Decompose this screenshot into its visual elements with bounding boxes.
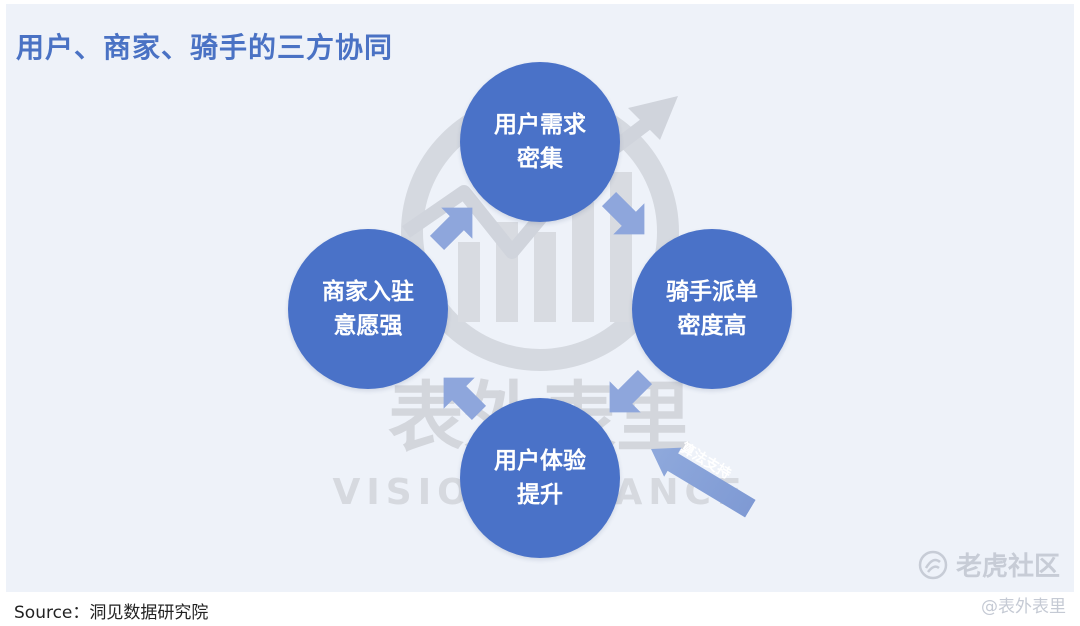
node-user-experience: 用户体验 提升 (460, 398, 620, 558)
brand-watermark-text: 老虎社区 (955, 552, 1060, 582)
node-rider-dispatch: 骑手派单 密度高 (632, 229, 792, 389)
brand-watermark: 老虎社区 (918, 546, 1060, 583)
node-label-line-2: 提升 (517, 482, 563, 508)
node-label-line-1: 骑手派单 (666, 279, 758, 305)
node-label-line-2: 密集 (517, 146, 563, 172)
node-user-demand: 用户需求 密集 (460, 62, 620, 222)
cycle-arrow-bottom-left (443, 377, 487, 421)
node-merchant-join: 商家入驻 意愿强 (288, 229, 448, 389)
cycle-arrow-top-left (429, 207, 473, 251)
page-title: 用户、商家、骑手的三方协同 (16, 31, 394, 64)
cycle-arrow-top-right (601, 191, 645, 235)
node-label-line-1: 用户体验 (494, 448, 586, 474)
node-label-line-2: 意愿强 (333, 313, 403, 339)
node-label-line-1: 商家入驻 (322, 279, 414, 305)
tiger-logo-icon (918, 550, 948, 579)
source-caption: Source：洞见数据研究院 (14, 603, 209, 623)
cycle-arrow-bottom-right (609, 369, 653, 413)
credit-watermark: @表外表里 (981, 597, 1066, 617)
node-label-line-2: 密度高 (677, 313, 747, 339)
node-label-line-1: 用户需求 (494, 112, 586, 138)
slide-canvas: 表外表里 VISION FINANCE 用户、商家、骑手的三方协同 用户需求 密… (6, 4, 1074, 592)
